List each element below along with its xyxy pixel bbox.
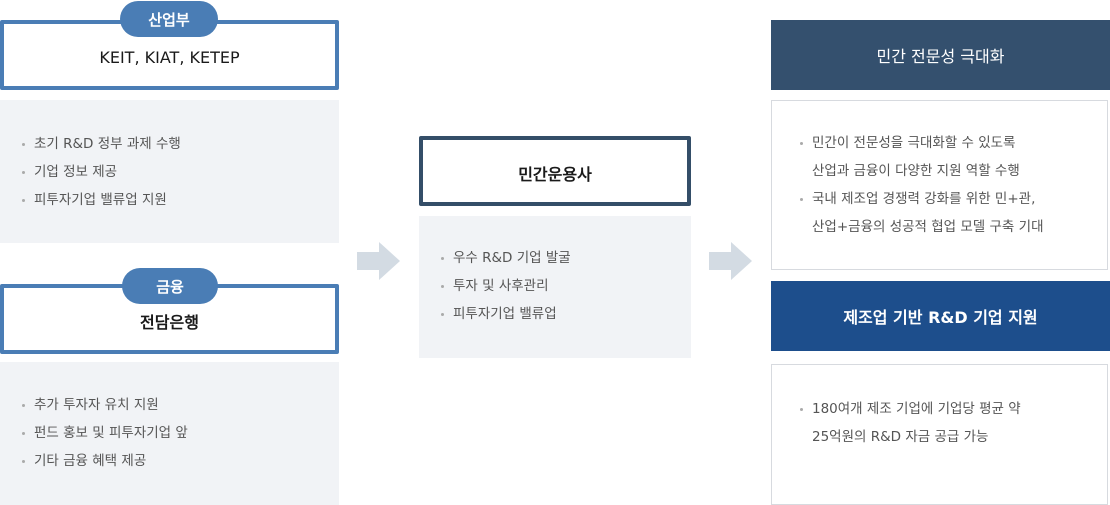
private-manager-roles-panel: 우수 R&D 기업 발굴 투자 및 사후관리 피투자기업 밸류업 xyxy=(419,216,691,358)
ministry-agencies-title: KEIT, KIAT, KETEP xyxy=(99,47,240,67)
right-arrow-icon xyxy=(709,242,752,280)
manufacturing-support-header: 제조업 기반 R&D 기업 지원 xyxy=(771,281,1110,351)
ministry-roles-list: 초기 R&D 정부 과제 수행 기업 정보 제공 피투자기업 밸류업 지원 xyxy=(22,130,181,214)
expertise-panel: 민간이 전문성을 극대화할 수 있도록 산업과 금융이 다양한 지원 역할 수행… xyxy=(771,100,1108,270)
expertise-list: 민간이 전문성을 극대화할 수 있도록 산업과 금융이 다양한 지원 역할 수행… xyxy=(800,129,1044,241)
expertise-header-title: 민간 전문성 극대화 xyxy=(876,47,1005,66)
badge-ministry: 산업부 xyxy=(120,1,218,37)
list-item-line: 180여개 제조 기업에 기업당 평균 약 xyxy=(812,401,1021,417)
right-arrow-icon xyxy=(357,242,400,280)
list-item-line: 국내 제조업 경쟁력 강화를 위한 민+관, xyxy=(812,191,1036,207)
private-manager-box: 민간운용사 xyxy=(419,136,691,206)
list-item: 추가 투자자 유치 지원 xyxy=(22,391,188,419)
list-item: 펀드 홍보 및 피투자기업 앞 xyxy=(22,419,188,447)
dedicated-bank-box: 전담은행 xyxy=(0,284,339,354)
list-item: 민간이 전문성을 극대화할 수 있도록 산업과 금융이 다양한 지원 역할 수행 xyxy=(800,129,1044,185)
list-item-line: 산업과 금융이 다양한 지원 역할 수행 xyxy=(812,163,1020,179)
bank-roles-panel: 추가 투자자 유치 지원 펀드 홍보 및 피투자기업 앞 기타 금융 혜택 제공 xyxy=(0,362,339,505)
manufacturing-support-panel: 180여개 제조 기업에 기업당 평균 약 25억원의 R&D 자금 공급 가능 xyxy=(771,364,1108,505)
list-item: 우수 R&D 기업 발굴 xyxy=(441,244,571,272)
list-item: 투자 및 사후관리 xyxy=(441,272,571,300)
bank-roles-list: 추가 투자자 유치 지원 펀드 홍보 및 피투자기업 앞 기타 금융 혜택 제공 xyxy=(22,391,188,475)
ministry-roles-panel: 초기 R&D 정부 과제 수행 기업 정보 제공 피투자기업 밸류업 지원 xyxy=(0,100,339,243)
manufacturing-support-list: 180여개 제조 기업에 기업당 평균 약 25억원의 R&D 자금 공급 가능 xyxy=(800,395,1021,451)
list-item: 기타 금융 혜택 제공 xyxy=(22,447,188,475)
list-item-line: 25억원의 R&D 자금 공급 가능 xyxy=(812,429,989,445)
private-manager-roles-list: 우수 R&D 기업 발굴 투자 및 사후관리 피투자기업 밸류업 xyxy=(441,244,571,328)
badge-ministry-label: 산업부 xyxy=(148,10,190,29)
list-item: 기업 정보 제공 xyxy=(22,158,181,186)
badge-finance-label: 금융 xyxy=(156,277,184,296)
list-item: 피투자기업 밸류업 지원 xyxy=(22,186,181,214)
dedicated-bank-title: 전담은행 xyxy=(140,313,199,332)
list-item: 피투자기업 밸류업 xyxy=(441,300,571,328)
private-manager-title: 민간운용사 xyxy=(518,165,592,184)
list-item-line: 산업+금융의 성공적 협업 모델 구축 기대 xyxy=(812,219,1044,235)
manufacturing-support-title: 제조업 기반 R&D 기업 지원 xyxy=(843,308,1038,327)
list-item: 180여개 제조 기업에 기업당 평균 약 25억원의 R&D 자금 공급 가능 xyxy=(800,395,1021,451)
list-item: 초기 R&D 정부 과제 수행 xyxy=(22,130,181,158)
expertise-header: 민간 전문성 극대화 xyxy=(771,20,1110,90)
list-item-line: 민간이 전문성을 극대화할 수 있도록 xyxy=(812,135,1016,151)
list-item: 국내 제조업 경쟁력 강화를 위한 민+관, 산업+금융의 성공적 협업 모델 … xyxy=(800,185,1044,241)
badge-finance: 금융 xyxy=(122,268,218,304)
